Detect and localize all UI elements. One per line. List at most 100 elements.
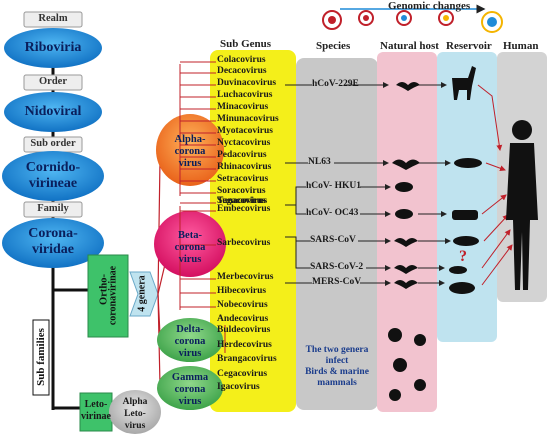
pangolin-icon bbox=[449, 266, 467, 274]
subgenus-item: Merbecovirus bbox=[217, 272, 274, 282]
family-name-line1: Corona- bbox=[28, 226, 78, 241]
subgenus-item: Nyctacovirus bbox=[217, 138, 271, 148]
subgenus-item: Nobecovirus bbox=[217, 300, 268, 310]
civet-icon bbox=[454, 158, 482, 168]
alphaletovirus-ellipse bbox=[109, 390, 161, 434]
virus-icon-1 bbox=[322, 10, 342, 30]
subgenus-item: Decacovirus bbox=[217, 66, 267, 76]
species-label: NL63 bbox=[308, 157, 331, 167]
civet-icon bbox=[453, 236, 479, 246]
reservoir-human-arrows bbox=[477, 84, 513, 286]
cow-icon bbox=[452, 210, 478, 220]
alphaleto-label-3: virus bbox=[124, 421, 146, 431]
host-reservoir-arrows bbox=[418, 82, 451, 286]
realm-rank-label: Realm bbox=[38, 13, 68, 24]
four-genera-label: 4 genera bbox=[136, 275, 148, 312]
virus-icon-5 bbox=[481, 11, 503, 33]
note-line4: mammals bbox=[317, 378, 357, 388]
note-line1: The two genera bbox=[305, 345, 369, 355]
rat-icon bbox=[395, 209, 413, 219]
camel-icon bbox=[449, 282, 475, 294]
leto-label-line2: virinae bbox=[81, 411, 111, 422]
deltacoronavirus-ellipse bbox=[157, 318, 223, 362]
subgenus-item: Brangacovirus bbox=[217, 354, 277, 364]
subgenus-header: Sub Genus bbox=[220, 38, 272, 50]
order-rank-label: Order bbox=[39, 76, 67, 87]
subgenus-item: Embecovirus bbox=[217, 204, 271, 214]
subgenus-item: Sunacovirus bbox=[217, 196, 268, 206]
note-line2: infect bbox=[325, 356, 349, 366]
species-label: hCoV- OC43 bbox=[306, 208, 359, 218]
bat-icon bbox=[394, 280, 418, 289]
host-silhouettes bbox=[388, 82, 426, 401]
gamma-label-1: Gamma bbox=[171, 372, 209, 383]
subgenus-item: Colacovirus bbox=[217, 55, 266, 65]
subgenus-item: Soracovirus bbox=[217, 186, 266, 196]
virus-icon-4 bbox=[438, 10, 454, 26]
subgenus-item: Minunacovirus bbox=[217, 114, 279, 124]
rat-icon bbox=[395, 182, 413, 192]
virus-icon-3 bbox=[396, 10, 412, 26]
bird-icon bbox=[414, 379, 426, 391]
subgenus-item: Tegacovirus bbox=[217, 196, 266, 206]
subgenus-item: Hibecovirus bbox=[217, 286, 267, 296]
species-label: hCoV-229E bbox=[312, 79, 359, 89]
gamma-label-3: virus bbox=[178, 396, 202, 407]
natural-host-column bbox=[377, 52, 437, 412]
reservoir-unknown-mark: ? bbox=[459, 248, 467, 265]
alphaleto-label-2: Leto- bbox=[124, 409, 146, 419]
subgenus-item: Duvinacovirus bbox=[217, 78, 277, 88]
family-rank-label: Family bbox=[37, 203, 69, 214]
subfamilies-box bbox=[32, 319, 50, 396]
order-name: Nidoviral bbox=[24, 104, 82, 119]
alpha-label-2: corona bbox=[174, 146, 206, 157]
subgenus-item: Myotacovirus bbox=[217, 126, 273, 136]
bird-icon bbox=[388, 328, 402, 342]
realm-ellipse bbox=[4, 28, 102, 68]
suborder-name-line2: virineae bbox=[28, 176, 78, 191]
subgenus-branches bbox=[180, 61, 216, 308]
family-ellipse bbox=[2, 218, 104, 268]
subgenus-item: Sarbecovirus bbox=[217, 238, 271, 248]
beta-label-3: virus bbox=[178, 254, 202, 265]
subgenus-item: Cegacovirus bbox=[217, 369, 268, 379]
leto-label-line1: Leto- bbox=[84, 399, 108, 410]
delta-label-1: Delta- bbox=[176, 324, 204, 335]
species-links bbox=[285, 84, 312, 284]
ortho-box bbox=[87, 254, 129, 338]
gammacoronavirus-ellipse bbox=[157, 366, 223, 410]
ortho-label-line2: coronavirinae bbox=[107, 265, 119, 326]
subgenus-item: Setracovirus bbox=[217, 174, 269, 184]
four-genera-chevron bbox=[129, 271, 159, 317]
bird-icon bbox=[393, 358, 407, 372]
alpha-label-1: Alpha- bbox=[174, 134, 206, 145]
gamma-label-2: corona bbox=[174, 384, 206, 395]
bat-icon bbox=[394, 238, 418, 247]
delta-label-2: corona bbox=[174, 336, 206, 347]
subgenus-item: Herdecovirus bbox=[217, 340, 272, 350]
delta-label-3: virus bbox=[178, 348, 202, 359]
species-label: SARS-CoV-2 bbox=[310, 262, 364, 272]
alphacoronavirus-ellipse bbox=[156, 114, 224, 186]
species-label: hCoV- HKU1 bbox=[306, 181, 361, 191]
subgenus-item: Luchacovirus bbox=[217, 90, 273, 100]
genomic-changes-label: Genomic changes bbox=[388, 0, 471, 12]
order-ellipse bbox=[4, 92, 102, 132]
rank-pill-order bbox=[23, 74, 83, 91]
subgenus-item: Andecovirus bbox=[217, 314, 269, 324]
betacoronavirus-ellipse bbox=[154, 211, 226, 277]
reservoir-header: Reservoir bbox=[446, 40, 492, 52]
subgenus-column bbox=[210, 50, 296, 412]
rank-pill-realm bbox=[23, 11, 83, 28]
subfamilies-label: Sub families bbox=[35, 328, 47, 386]
rank-pill-family bbox=[23, 201, 83, 218]
suborder-rank-label: Sub order bbox=[30, 138, 76, 149]
alpaca-icon bbox=[452, 66, 476, 100]
bat-icon bbox=[396, 82, 420, 91]
bat-icon bbox=[392, 159, 420, 170]
reservoir-silhouettes bbox=[449, 66, 482, 294]
subgenus-item: Igacovirus bbox=[217, 382, 260, 392]
family-name-line2: viridae bbox=[32, 242, 74, 257]
subgenus-item: Minacovirus bbox=[217, 102, 269, 112]
